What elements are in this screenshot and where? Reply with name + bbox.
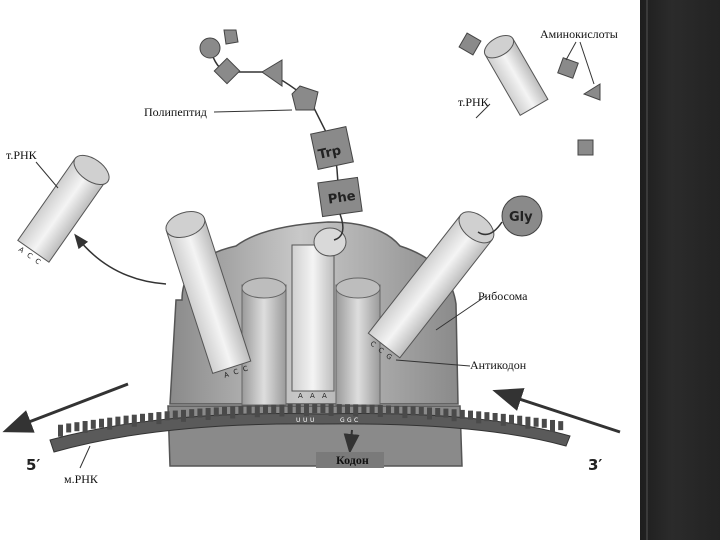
mrna-nucleotide (386, 405, 391, 414)
exit-arrow (76, 236, 166, 284)
anticodon-base: A (322, 392, 327, 400)
anticodon-base: C (25, 251, 34, 260)
mrna-nucleotide (435, 408, 440, 417)
mrna-nucleotide (263, 405, 268, 414)
codon-base: G (347, 417, 352, 424)
mrna-nucleotide (189, 409, 194, 418)
codon-base: U (296, 417, 300, 424)
mrna-nucleotide (148, 413, 153, 422)
slide-sidebar (640, 0, 720, 540)
mrna-nucleotide (378, 405, 383, 417)
codon-label: Кодон (336, 453, 369, 468)
mrna-nucleotide (132, 415, 137, 427)
mrna-nucleotide (337, 404, 342, 413)
mrna-nucleotide (222, 407, 227, 416)
mrna-nucleotide (271, 405, 276, 414)
free-amino-acid (578, 140, 593, 155)
codon-base: G (340, 417, 345, 424)
mrna-nucleotide (312, 404, 317, 413)
mrna-nucleotide (173, 411, 178, 420)
mrna-nucleotide (460, 410, 465, 419)
anticodon-label: Антикодон (470, 358, 526, 373)
mrna-nucleotide (345, 404, 350, 413)
anticodon-base: A (310, 392, 315, 400)
mrna-nucleotide (443, 409, 448, 418)
trna-left-label: т.РНК (6, 148, 37, 163)
mrna-nucleotide (74, 422, 79, 431)
mrna-nucleotide (525, 417, 530, 429)
mrna-nucleotide (452, 409, 457, 421)
mrna-nucleotide (107, 418, 112, 430)
codon-base: C (354, 417, 358, 424)
mrna-nucleotide (214, 407, 219, 416)
mrna-nucleotide (255, 405, 260, 417)
mrna-nucleotide (206, 408, 211, 420)
free-amino-acid (584, 84, 600, 100)
mrna-label: м.РНК (64, 472, 98, 487)
mrna-nucleotide (550, 420, 555, 432)
mrna-nucleotide (320, 404, 325, 413)
mrna-nucleotide (238, 406, 243, 415)
mrna-nucleotide (115, 417, 120, 426)
mrna-nucleotide (558, 421, 563, 430)
polypeptide-label: Полипептид (144, 105, 207, 120)
mrna-nucleotide (468, 411, 473, 420)
mrna-nucleotide (181, 410, 186, 422)
mrna-nucleotide (476, 411, 481, 423)
mrna-nucleotide (353, 404, 358, 416)
mrna-nucleotide (58, 425, 63, 437)
five-prime-label: 5′ (26, 456, 40, 474)
free-amino-acid (558, 58, 579, 79)
mrna-nucleotide (156, 412, 161, 424)
mrna-nucleotide (542, 419, 547, 428)
mrna-nucleotide (296, 404, 301, 413)
anticodon-base: A (17, 245, 26, 254)
mrna-nucleotide (288, 404, 293, 413)
mrna-nucleotide (91, 420, 96, 429)
codon-base: U (310, 417, 314, 424)
mrna-nucleotide (124, 416, 129, 425)
mrna-nucleotide (197, 409, 202, 418)
free-trna-top-right (481, 31, 548, 115)
mrna-nucleotide (99, 419, 104, 428)
mrna-nucleotide (419, 407, 424, 416)
mrna-nucleotide (534, 418, 539, 427)
codon-base: U (303, 417, 307, 424)
mrna-nucleotide (501, 414, 506, 426)
mrna-nucleotide (66, 423, 71, 432)
mrna-nucleotide (517, 416, 522, 425)
anticodon-base: C (33, 257, 42, 266)
mrna-nucleotide (83, 421, 88, 433)
mrna-nucleotide (165, 411, 170, 420)
mrna-nucleotide (394, 406, 399, 415)
mrna-nucleotide (230, 406, 235, 418)
mrna-nucleotide (370, 405, 375, 414)
mrna-nucleotide (140, 414, 145, 423)
mrna-nucleotide (304, 404, 309, 416)
mrna-nucleotide (411, 406, 416, 415)
mrna-nucleotide (509, 415, 514, 424)
anticodon-base: A (298, 392, 303, 400)
exiting-trna: A C C (12, 149, 114, 271)
three-prime-label: 3′ (588, 456, 602, 474)
amino-acids-label: Аминокислоты (540, 27, 618, 42)
gly-label: Gly (509, 210, 533, 225)
mrna-nucleotide (493, 413, 498, 422)
mrna-nucleotide (279, 404, 284, 416)
mrna-nucleotide (484, 412, 489, 421)
mrna-nucleotide (427, 407, 432, 419)
mrna-nucleotide (247, 406, 252, 415)
polypeptide-chain (200, 30, 362, 240)
mrna-nucleotide (361, 405, 366, 414)
trna-top-right-label: т.РНК (458, 95, 489, 110)
ribosome-label: Рибосома (478, 289, 527, 304)
mrna-nucleotide (329, 404, 334, 416)
mrna-nucleotide (402, 406, 407, 418)
